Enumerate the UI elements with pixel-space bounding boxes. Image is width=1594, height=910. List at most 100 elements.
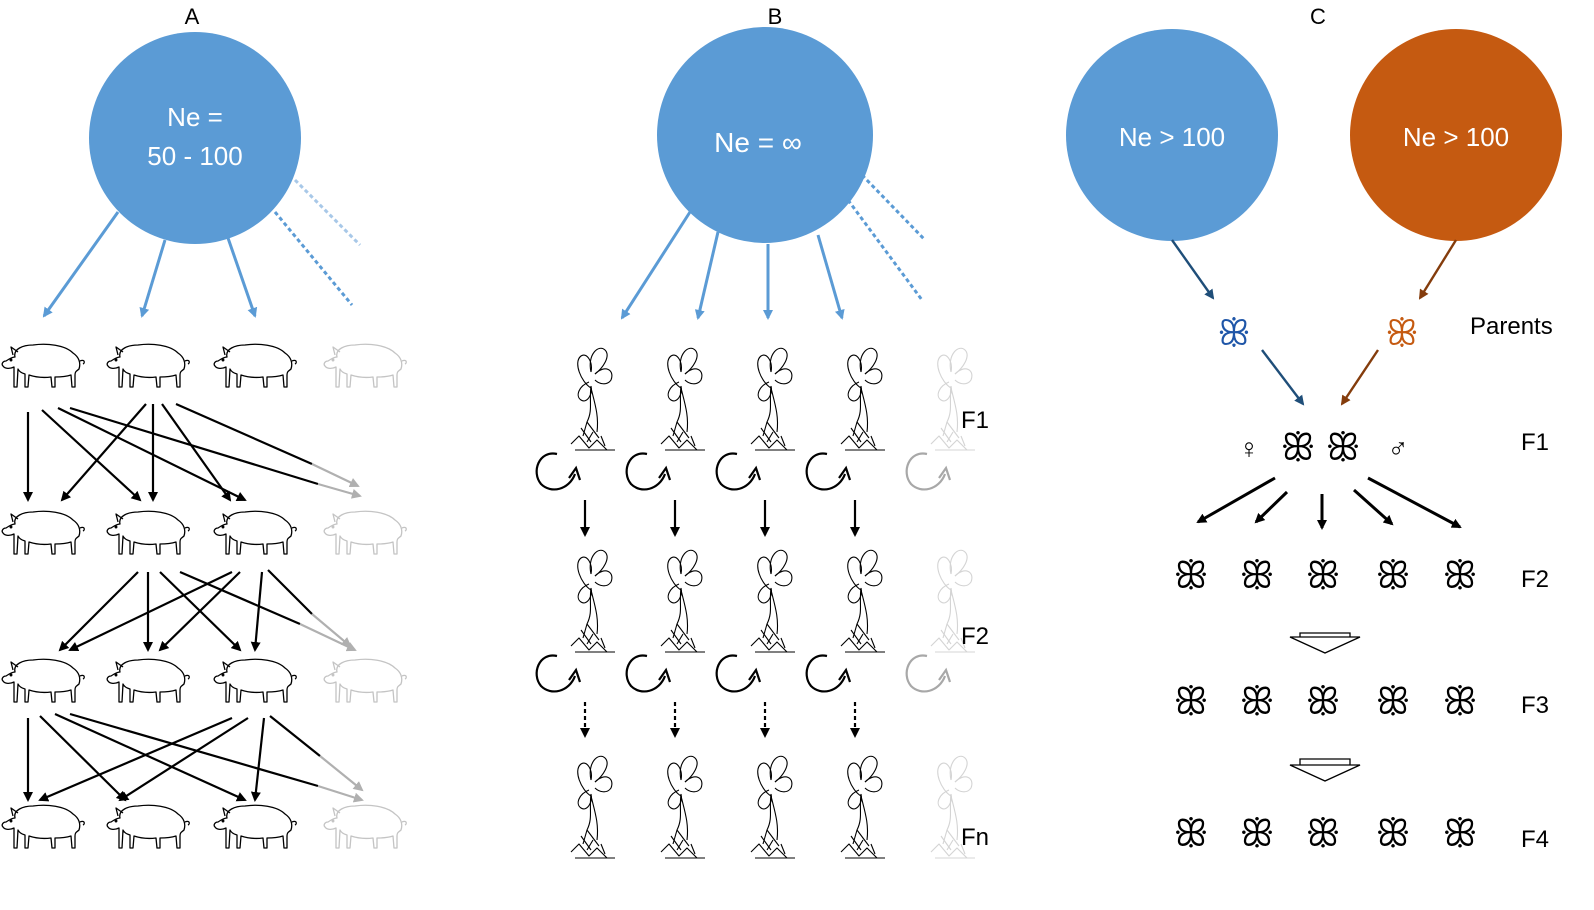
panel-a-mating-arrows-1 [23, 402, 362, 502]
panel-b-ne: Ne = ∞ [714, 127, 802, 158]
panel-a-label: A [185, 4, 200, 29]
panel-c-population-circle-blue [1066, 29, 1278, 241]
plant-icon-faded [930, 347, 976, 451]
butterfly-icon: ꕥ [1375, 555, 1410, 597]
panel-c-f3-row: ꕥ ꕥ ꕥ ꕥ ꕥ [1173, 681, 1477, 723]
pig-icon [106, 343, 190, 388]
selfing-arrow-icon [535, 452, 582, 491]
panel-a-sampling-arrows [42, 211, 258, 318]
panel-b-sampling-arrows [620, 211, 845, 320]
pig-icon [106, 510, 190, 555]
selfing-arrow-icon [805, 452, 852, 491]
panel-a-pig-row-4 [1, 804, 407, 849]
pig-icon [106, 804, 190, 849]
panel-b-population-circle [657, 27, 873, 243]
pig-icon [213, 343, 297, 388]
panel-a-dotted-lines [273, 178, 362, 306]
selfing-arrow-icon [625, 452, 672, 491]
panel-c-gen-label-f2: F2 [1521, 566, 1549, 593]
plant-icon [840, 755, 886, 859]
butterfly-icon: ꕥ [1173, 681, 1208, 723]
panel-a-ne-line2: 50 - 100 [147, 141, 242, 171]
selfing-arrow-icon-faded [905, 654, 952, 693]
block-arrow-icon [1289, 758, 1361, 782]
panel-a-population-circle [89, 32, 301, 244]
butterfly-icon: ꕥ [1442, 813, 1477, 855]
panel-b-dashed-arrows [580, 702, 860, 738]
panel-c-f4-row: ꕥ ꕥ ꕥ ꕥ ꕥ [1173, 813, 1477, 855]
panel-c-ne-left: Ne > 100 [1119, 122, 1225, 152]
male-symbol-icon: ♂ [1388, 433, 1409, 464]
plant-icon [750, 347, 796, 451]
pig-icon [213, 658, 297, 703]
plant-icon [570, 347, 616, 451]
butterfly-icon: ꕥ [1305, 555, 1340, 597]
panel-b-self-arrows-2 [535, 654, 952, 693]
pig-icon [106, 658, 190, 703]
selfing-arrow-icon [715, 452, 762, 491]
butterfly-icon: ꕥ [1173, 555, 1208, 597]
panel-c-label: C [1310, 4, 1326, 29]
butterfly-icon: ꕥ [1239, 681, 1274, 723]
panel-c-f1-to-f2-arrows [1196, 476, 1462, 530]
panel-c-gen-label-f1: F1 [1521, 429, 1549, 456]
panel-a-mating-arrows-2 [58, 569, 357, 652]
butterfly-icon: ꕥ [1239, 813, 1274, 855]
plant-icon [570, 549, 616, 653]
panel-b-dotted-lines [846, 173, 927, 301]
pig-icon-faded [323, 804, 407, 849]
plant-icon [660, 347, 706, 451]
panel-a-ne-line1: Ne = [167, 102, 223, 132]
butterfly-icon: ꕥ [1173, 813, 1208, 855]
panel-b-self-arrows-1 [535, 452, 952, 491]
pig-icon [213, 804, 297, 849]
plant-icon [660, 755, 706, 859]
pig-icon [1, 658, 85, 703]
panel-b-plant-row-1 [570, 347, 976, 451]
pig-icon [213, 510, 297, 555]
butterfly-icon-f1-female: ꕥ [1280, 427, 1315, 469]
selfing-arrow-icon [715, 654, 762, 693]
panel-a-mating-arrows-3 [23, 712, 364, 803]
panel-c-ne-right: Ne > 100 [1403, 122, 1509, 152]
selfing-arrow-icon [805, 654, 852, 693]
butterfly-icon-parent-blue: ꕥ [1217, 312, 1250, 353]
panel-b-gen-label-f2: F2 [961, 623, 989, 650]
panel-a-pig-row-3 [1, 658, 407, 703]
selfing-arrow-icon-faded [905, 452, 952, 491]
selfing-arrow-icon [625, 654, 672, 693]
plant-icon [570, 755, 616, 859]
panel-b-plant-row-2 [570, 549, 976, 653]
panel-c-f2-row: ꕥ ꕥ ꕥ ꕥ ꕥ [1173, 555, 1477, 597]
plant-icon [750, 755, 796, 859]
pig-icon-faded [323, 510, 407, 555]
panel-b-label: B [768, 4, 783, 29]
panel-b-gen-label-f1: F1 [961, 407, 989, 434]
pig-icon-faded [323, 343, 407, 388]
butterfly-icon: ꕥ [1375, 681, 1410, 723]
butterfly-icon: ꕥ [1442, 681, 1477, 723]
pig-icon-faded [323, 658, 407, 703]
block-arrow-icon [1289, 632, 1361, 654]
selfing-arrow-icon [535, 654, 582, 693]
panel-c-gen-label-f3: F3 [1521, 692, 1549, 719]
panel-c-population-circle-orange [1350, 29, 1562, 241]
parents-label: Parents [1470, 313, 1553, 340]
pig-icon [1, 343, 85, 388]
female-symbol-icon: ♀ [1239, 433, 1260, 464]
plant-icon [840, 347, 886, 451]
butterfly-icon-f1-male: ꕥ [1325, 427, 1360, 469]
pig-icon [1, 510, 85, 555]
butterfly-icon: ꕥ [1239, 555, 1274, 597]
panel-b-plant-row-3 [570, 755, 976, 859]
plant-icon [750, 549, 796, 653]
butterfly-icon-parent-orange: ꕥ [1385, 312, 1418, 353]
plant-icon [840, 549, 886, 653]
panel-b-gen-label-fn: Fn [961, 824, 989, 851]
butterfly-icon: ꕥ [1375, 813, 1410, 855]
panel-a-pig-row-2 [1, 510, 407, 555]
butterfly-icon: ꕥ [1305, 681, 1340, 723]
butterfly-icon: ꕥ [1305, 813, 1340, 855]
butterfly-icon: ꕥ [1442, 555, 1477, 597]
